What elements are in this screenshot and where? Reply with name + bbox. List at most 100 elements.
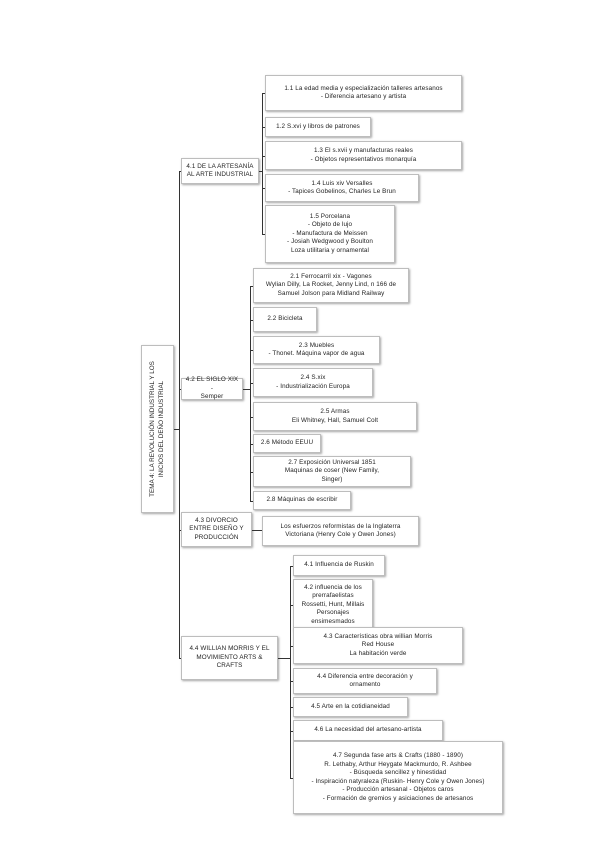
item-box-line: - Inspiración natyraleza (Ruskin- Henry … [311,777,485,785]
item-box: 1.4 Luis xiv Versalles- Tapices Gobelino… [265,174,419,202]
item-box: 4.5 Arte en la cotidianeidad [293,697,408,717]
item-box: 1.5 Porcelana- Objeto de lujo- Manufactu… [265,205,395,263]
item-connector [250,471,253,473]
item-connector [262,155,265,157]
item-box: 1.2 S.xvi y libros de patrones [265,117,371,137]
item-box-line: Samuel Jolson para Midland Railway [277,289,385,297]
item-connector [262,188,265,189]
item-box-line: - Producción artesanal - Objetos caros [342,786,454,793]
item-box-line: 1.4 Luis xiv Versalles [311,179,373,187]
item-connector [290,605,293,606]
root-topic-title: TEMA 4: LA REVOLUCIÓN INDUSTRIAL Y LOS I… [149,349,167,509]
item-box-line: 4.1 Influencia de Ruskin [304,561,374,569]
item-box-line: 2.4 S.xix [300,374,326,381]
item-box-line: 4.2 influencia de los [304,583,362,591]
item-box-line: Loza utilitaria y ornamental [290,246,370,254]
item-box: 4.7 Segunda fase arts & Crafts (1880 - 1… [293,741,503,814]
item-box-line: Maquinas de coser (New Family, [284,467,380,475]
root-connector [174,429,179,430]
item-box-line: - Industrialización Europa [276,382,350,390]
item-connector [290,730,293,732]
item-box-line: R. Lethaby, Arthur Heygate Mackmurdo, R.… [324,760,472,768]
item-connector [250,285,253,287]
item-connector [262,127,265,128]
section-connector [179,171,181,172]
item-connector [250,382,253,384]
item-box-line: 4.4 Diferencia entre decoración y [317,672,413,680]
item-box: 1.3 El s.xvii y manufacturas reales- Obj… [265,141,462,170]
branch-connector [243,389,250,390]
item-box-line: 4.6 La necesidad del artesano-artista [314,726,422,734]
item-connector [290,565,293,567]
section-connector [179,389,181,390]
item-box-line: - Thonet. Máquina vapor de agua [268,350,365,357]
item-box-line: prerrafaelistas [312,592,354,600]
item-box-line: Rossetti, Hunt, Millais [301,600,365,608]
item-connector [250,416,253,418]
item-box: 2.2 Bicicleta [253,307,317,332]
item-box-line: Victoriana (Henry Cole y Owen Jones) [285,531,396,538]
item-connector [250,500,253,502]
item-connector [250,350,253,351]
root-topic-box: TEMA 4: LA REVOLUCIÓN INDUSTRIAL Y LOS I… [141,345,174,513]
section-box-line: 4.1 DE LA ARTESANÍA [186,162,254,170]
section-box-line: AL ARTE INDUSTRIAL [186,171,254,178]
item-connector [250,443,253,445]
item-box-line: ornamento [349,681,381,688]
root-title-line: TEMA 4: LA REVOLUCIÓN INDUSTRIAL Y LOS [148,361,156,497]
item-box-line: Singer) [321,475,343,483]
section-box-line: 4.4 WILLIAN MORRIS Y EL [189,645,270,653]
item-box: 2.6 Método EEUU [253,434,321,453]
item-box-line: 1.2 S.xvi y libros de patrones [276,122,360,130]
item-box-line: 1.3 El s.xvii y manufacturas reales [313,147,414,154]
item-box-line: Personajes ensimesmados [311,609,355,625]
item-connector [290,645,293,647]
item-box-line: 1.1 La edad media y especialización tall… [284,84,443,92]
section-box-line: ENTRE DISEÑO Y [189,525,244,533]
item-box-line: Eli Whitney, Hall, Samuel Colt [291,416,379,424]
item-box-line: 2.7 Exposición Universal 1851 [288,458,376,466]
item-box: 4.1 Influencia de Ruskin [293,555,385,576]
item-connector [262,234,265,235]
item-box: 4.6 La necesidad del artesano-artista [293,720,443,741]
item-box-line: La habitación verde [349,649,407,657]
item-box-line: 2.2 Bicicleta [267,315,303,323]
item-box-line: 2.8 Máquinas de escribir [266,496,338,504]
item-box-line: 4.3 Características obra willian Morris [323,632,433,640]
item-box-line: 4.5 Arte en la cotidianeidad [311,702,390,710]
section-box-line: PRODUCCIÓN [194,533,239,541]
section-box-line: 4.3 DIVORCIO [195,516,238,524]
section-box-line: Semper [200,393,224,401]
branch-connector [252,529,262,531]
item-connector [250,319,253,321]
item-box: 2.3 Muebles- Thonet. Máquina vapor de ag… [253,336,380,364]
item-box-line: 2.5 Armas [320,408,350,415]
item-box-line: Los esfuerzos reformistas de la Inglater… [280,522,401,530]
section-box-line: MOVIMIENTO ARTS & [196,653,263,661]
item-box-line: - Josiah Wedgwood y Boulton [287,238,373,246]
item-connector [290,777,293,779]
item-box-line: 2.1 Ferrocarril xix - Vagones [290,272,372,280]
branch-trunk [290,565,291,779]
branch-connector [278,658,290,659]
item-box-line: 2.3 Muebles [298,341,335,349]
item-connector [262,93,265,94]
item-box: 2.4 S.xix- Industrialización Europa [253,368,373,397]
section-connector [179,529,181,531]
item-box-line: - Objeto de lujo [307,221,353,229]
section-box-line: 4.2 EL SIGLO XIX - [185,376,239,392]
item-box-line: - Tapices Gobelinos, Charles Le Brun [288,188,396,195]
section-box: 4.2 EL SIGLO XIX -Semper [181,376,243,401]
item-connector [290,707,293,708]
branch-trunk [262,93,263,235]
item-box: Los esfuerzos reformistas de la Inglater… [262,516,419,546]
